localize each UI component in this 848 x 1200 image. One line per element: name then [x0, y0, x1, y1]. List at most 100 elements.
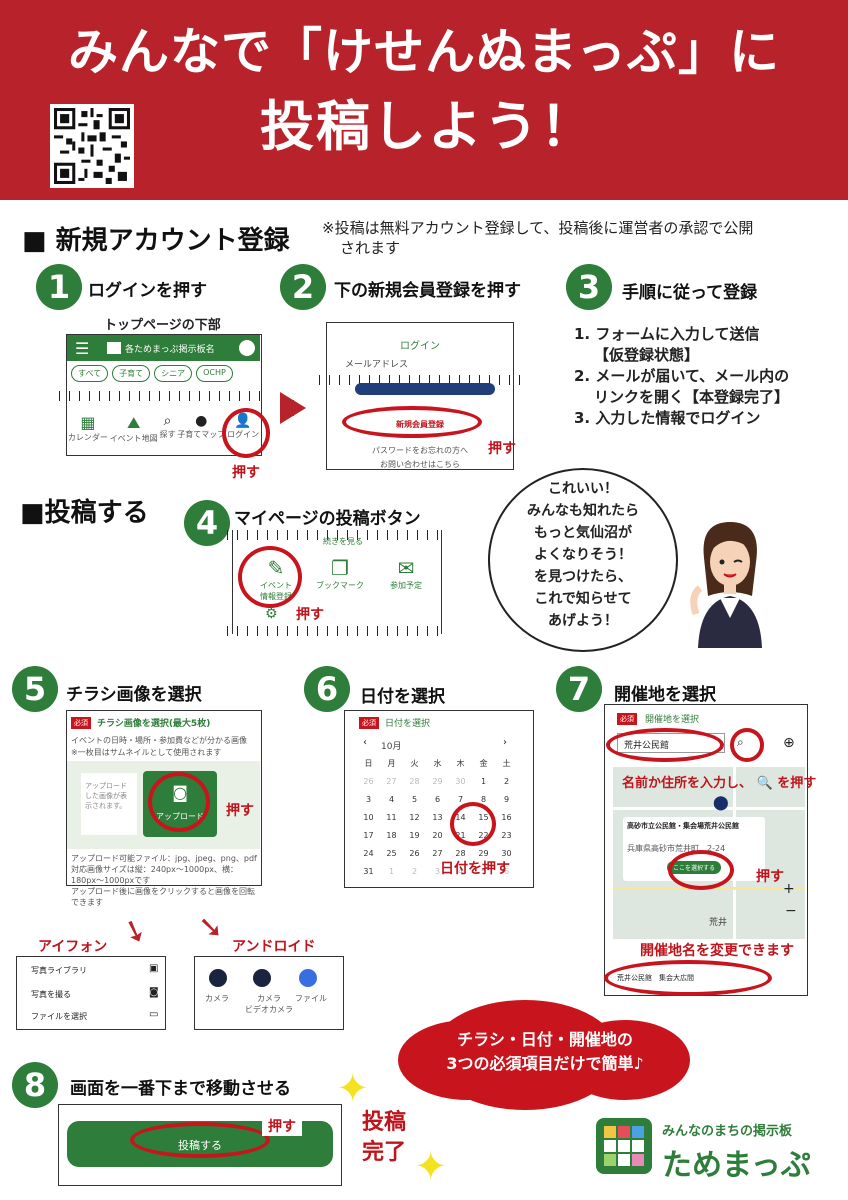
iphone-photo-library[interactable]: 写真ライブラリ [31, 966, 87, 975]
day-cell[interactable]: 29 [432, 777, 443, 786]
month-label: 10月 [381, 742, 402, 752]
note-line2: されます [340, 239, 401, 257]
chip-kids[interactable]: 子育て [112, 365, 151, 382]
chip-ochp[interactable]: OCHP [196, 365, 233, 382]
day-cell[interactable]: 30 [501, 849, 512, 858]
step6-number: 6 [304, 666, 350, 712]
day-cell[interactable]: 26 [363, 777, 374, 786]
day-cell[interactable]: 5 [411, 795, 418, 804]
step2-push: 押す [488, 441, 516, 457]
weekday-label: 金 [479, 759, 488, 768]
step4-label: マイページの投稿ボタン [234, 509, 421, 529]
day-cell[interactable]: 4 [457, 867, 464, 876]
day-cell[interactable]: 6 [434, 795, 441, 804]
chip-all[interactable]: すべて [71, 365, 109, 382]
step3-item2b: リンクを開く【本登録完了】 [594, 388, 790, 406]
highlight-search [606, 728, 724, 762]
day-cell[interactable]: 16 [501, 813, 512, 822]
files-app-icon[interactable] [299, 969, 317, 987]
nav-search[interactable]: ⌕探す [159, 413, 176, 439]
day-cell[interactable]: 19 [409, 831, 420, 840]
day-cell[interactable]: 31 [363, 867, 374, 876]
day-cell[interactable]: 8 [480, 795, 487, 804]
upload-desc1: イベントの日時・場所・参加費などが分かる画像 [71, 736, 247, 745]
day-cell[interactable]: 1 [480, 777, 487, 786]
day-cell[interactable]: 27 [386, 777, 397, 786]
step8-number: 8 [12, 1062, 58, 1108]
day-cell[interactable]: 28 [455, 849, 466, 858]
day-cell[interactable]: 3 [365, 795, 372, 804]
day-cell[interactable]: 18 [386, 831, 397, 840]
next-month-icon[interactable]: › [503, 737, 507, 748]
menu-icon[interactable]: ☰ [75, 339, 90, 358]
forgot-link[interactable]: パスワードをお忘れの方へ [372, 446, 468, 455]
popup-title: 高砂市立公民館・集会場荒井公民館 [627, 822, 739, 830]
weekday-label: 木 [456, 759, 465, 768]
day-cell[interactable]: 20 [432, 831, 443, 840]
highlight-upload [148, 772, 210, 832]
map-pin-icon[interactable]: ⬤ [713, 795, 729, 811]
contact-link[interactable]: お問い合わせはこちら [380, 460, 460, 469]
pin-icon: ● [195, 413, 208, 429]
highlight-search-button [730, 728, 764, 762]
prev-month-icon[interactable]: ‹ [363, 737, 367, 748]
nav-calendar[interactable]: ▦カレンダー [67, 413, 108, 442]
day-cell[interactable]: 2 [411, 867, 418, 876]
photo-icon: ▣ [149, 963, 159, 974]
profile-icon[interactable] [239, 340, 255, 356]
day-cell[interactable]: 7 [457, 795, 464, 804]
android-camera: カメラ [205, 994, 229, 1003]
day-cell[interactable]: 2 [503, 777, 510, 786]
search-icon: ⌕ [163, 413, 172, 429]
bookmark-button[interactable]: ❐ ブックマーク [316, 556, 364, 590]
day-cell[interactable]: 6 [503, 867, 510, 876]
highlight-register [342, 406, 482, 438]
day-cell[interactable]: 10 [363, 813, 374, 822]
nav-kids-map[interactable]: ●子育てマップ [177, 413, 226, 439]
zoom-out-icon[interactable]: − [785, 903, 797, 919]
day-cell[interactable]: 23 [501, 831, 512, 840]
step1-push: 押す [232, 465, 260, 481]
zoom-in-icon[interactable]: + [783, 881, 795, 897]
nav-event-map[interactable]: ⛰イベント地図 [109, 413, 158, 443]
day-cell[interactable]: 11 [386, 813, 397, 822]
day-cell[interactable]: 1 [388, 867, 395, 876]
required-badge-6: 必須 [359, 717, 379, 729]
change-venue-note: 開催地名を変更できます [640, 943, 794, 959]
logo-grid [604, 1126, 644, 1166]
map-label: 荒井 [709, 918, 728, 928]
locate-icon[interactable]: ⊕ [783, 735, 795, 751]
map-area[interactable]: ⬤ 高砂市立公民館・集会場荒井公民館 兵庫県高砂市荒井町…2-24 ここを選択す… [613, 767, 805, 939]
day-cell[interactable]: 27 [432, 849, 443, 858]
iphone-choose-file[interactable]: ファイルを選択 [31, 1012, 87, 1021]
iphone-menu: 写真ライブラリ ▣ 写真を撮る ◙ ファイルを選択 ▭ [16, 956, 166, 1030]
day-cell[interactable]: 9 [503, 795, 510, 804]
day-cell[interactable]: 29 [478, 849, 489, 858]
day-cell[interactable]: 3 [434, 867, 441, 876]
day-cell[interactable]: 17 [363, 831, 374, 840]
cut-line-4 [227, 626, 447, 636]
step2-label: 下の新規会員登録を押す [334, 281, 521, 301]
week-row: 24 25 26 27 28 29 30 [357, 845, 523, 863]
day-cell[interactable]: 30 [455, 777, 466, 786]
login-button[interactable] [355, 383, 495, 395]
day-cell[interactable]: 24 [363, 849, 374, 858]
chip-senior[interactable]: シニア [154, 365, 193, 382]
day-cell[interactable]: 5 [480, 867, 487, 876]
day-cell[interactable]: 25 [386, 849, 397, 858]
see-more[interactable]: 続きを見る [323, 537, 363, 546]
day-cell[interactable]: 4 [388, 795, 395, 804]
day-cell[interactable]: 12 [409, 813, 420, 822]
upload-desc2: ※一枚目はサムネイルとして使用されます [71, 748, 222, 757]
qr-code[interactable] [50, 104, 134, 188]
camera-app-icon[interactable] [209, 969, 227, 987]
magnifier-icon: 🔍 [752, 776, 778, 791]
upload-info: アップロード可能ファイル：jpg、jpeg、png、pdf 対応画像サイズは縦：… [71, 854, 257, 907]
iphone-take-photo[interactable]: 写真を撮る [31, 990, 71, 999]
attend-button[interactable]: ✉ 参加予定 [381, 556, 431, 591]
video-app-icon[interactable] [253, 969, 271, 987]
day-cell[interactable]: 26 [409, 849, 420, 858]
highlight-select-venue [668, 850, 734, 890]
day-cell[interactable]: 28 [409, 777, 420, 786]
day-cell[interactable]: 13 [432, 813, 443, 822]
